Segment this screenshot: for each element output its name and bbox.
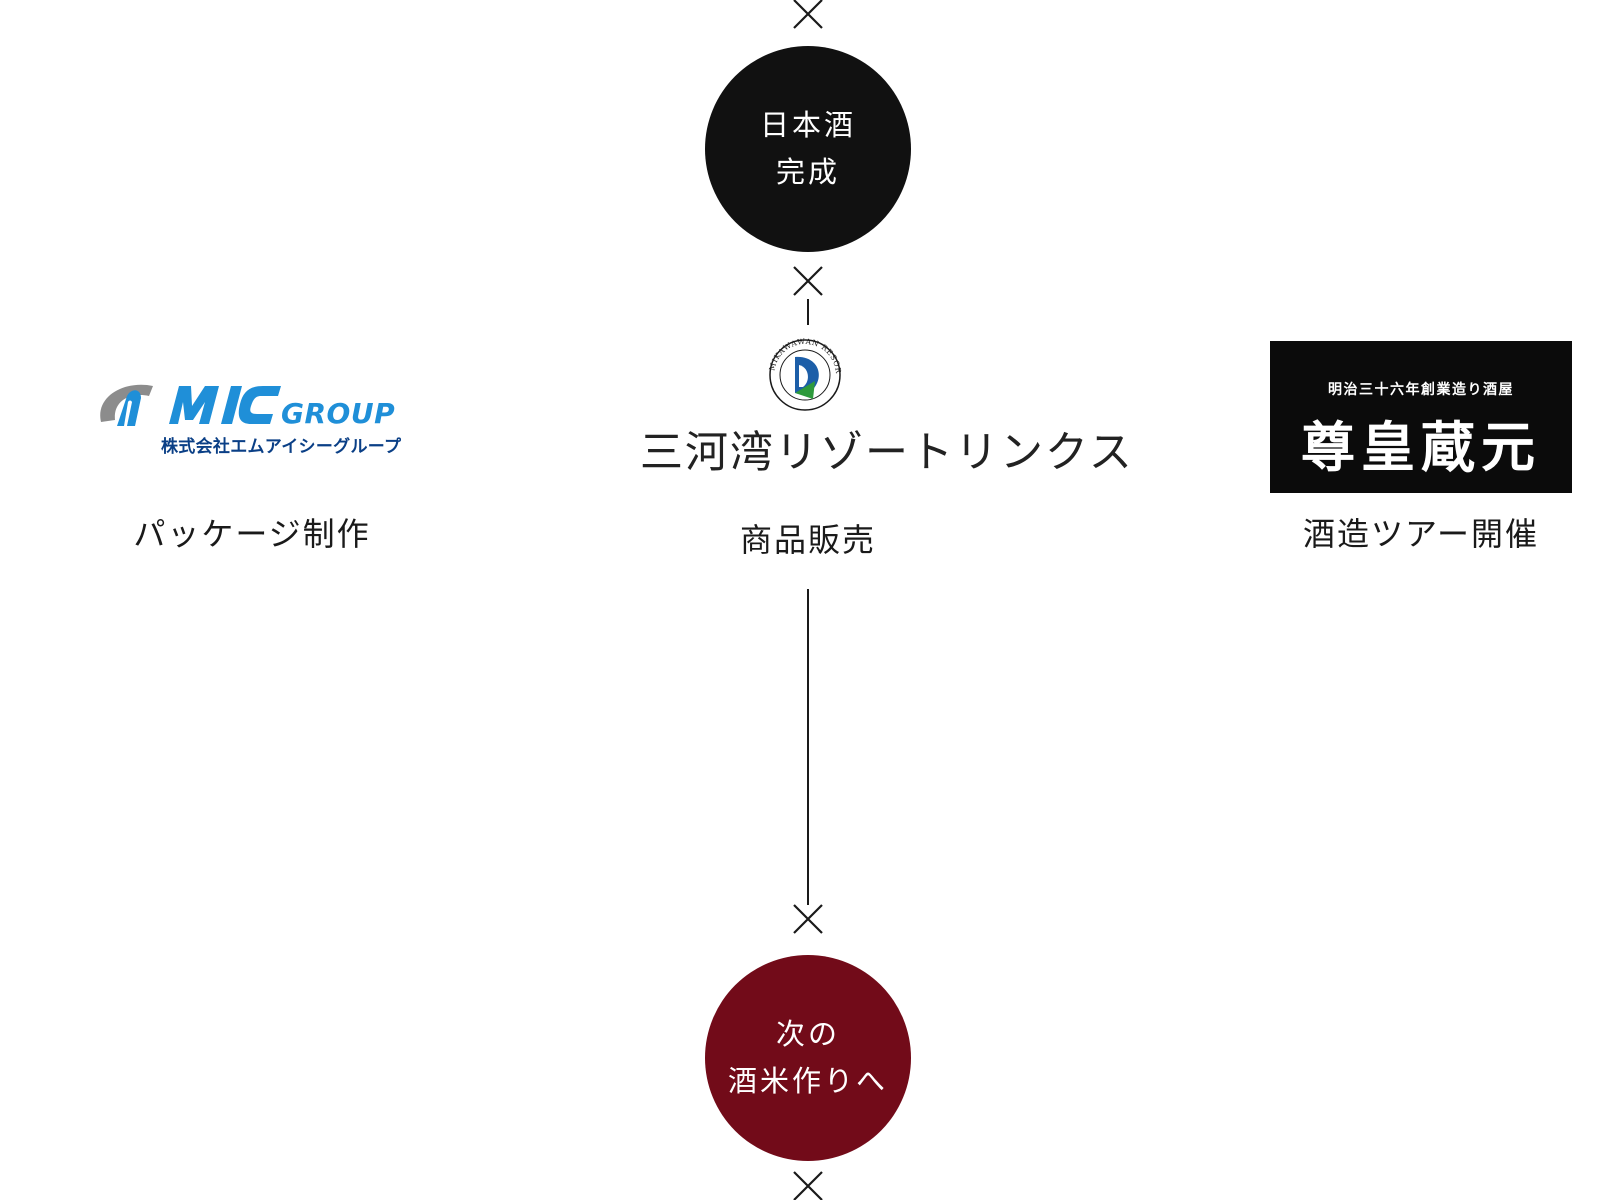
svg-text:GROUP: GROUP bbox=[281, 397, 395, 430]
mikawawan-resort-links-emblem: MIKAWAWAN RESORT LINKS bbox=[767, 337, 842, 411]
caption-brewery-tour: 酒造ツアー開催 bbox=[1302, 515, 1540, 553]
mikawawan-resort-links-logo: MIKAWAWAN RESORT LINKS 三河湾リゾートリンクス bbox=[640, 337, 1134, 478]
mikawawan-resort-links-name: 三河湾リゾートリンクス bbox=[640, 428, 1134, 478]
connector-short bbox=[807, 299, 809, 325]
caption-package-production: パッケージ制作 bbox=[133, 515, 371, 553]
cross-icon-top bbox=[790, 0, 826, 32]
sake-complete-line2: 完成 bbox=[775, 155, 840, 189]
caption-product-sales: 商品販売 bbox=[739, 521, 876, 559]
mic-group-company-name: 株式会社エムアイシーグループ bbox=[161, 437, 402, 457]
cross-icon-below-top-circle bbox=[790, 263, 826, 299]
sonno-kuramoto-subtitle: 明治三十六年創業造り酒屋 bbox=[1328, 382, 1514, 398]
next-rice-circle: 次の 酒米作りへ bbox=[705, 955, 911, 1161]
cross-icon-bottom bbox=[790, 1168, 826, 1200]
connector-long bbox=[807, 589, 809, 905]
next-rice-line2: 酒米作りへ bbox=[727, 1064, 888, 1098]
sake-complete-circle: 日本酒 完成 bbox=[705, 46, 911, 252]
next-rice-line1: 次の bbox=[775, 1017, 840, 1051]
mic-group-logo: GROUP 株式会社エムアイシーグループ bbox=[95, 378, 401, 458]
sonno-kuramoto-name: 尊皇蔵元 bbox=[1301, 415, 1541, 479]
sake-complete-line1: 日本酒 bbox=[759, 108, 856, 142]
mic-group-logo-mark: GROUP bbox=[100, 384, 395, 430]
cross-icon-above-bottom-circle bbox=[790, 901, 826, 937]
sonno-kuramoto-logo: 明治三十六年創業造り酒屋 尊皇蔵元 bbox=[1270, 341, 1572, 493]
